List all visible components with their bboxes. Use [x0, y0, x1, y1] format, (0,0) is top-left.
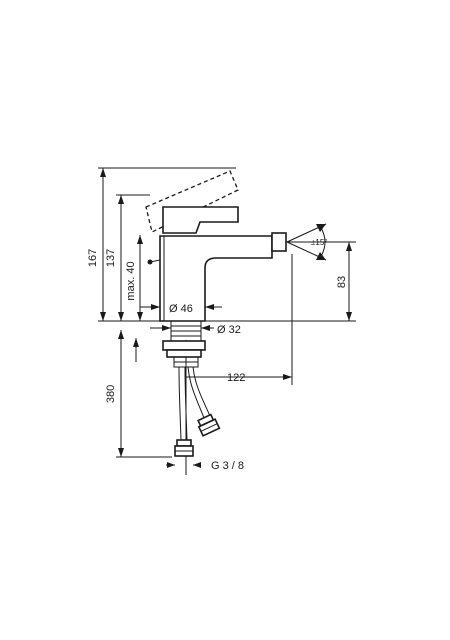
lever-raised-outline — [145, 170, 239, 233]
label-diameter-shank: Ø 32 — [217, 324, 241, 336]
label-diameter-base: Ø 46 — [169, 303, 193, 315]
label-thread: G 3 / 8 — [211, 460, 244, 472]
label-spout-height: 83 — [336, 276, 348, 288]
label-swivel-angle: ±15° — [311, 238, 328, 247]
label-height-body: 137 — [105, 249, 117, 267]
faucet-body — [145, 170, 287, 322]
label-reach: 122 — [227, 372, 245, 384]
label-max-lift: max. 40 — [125, 261, 137, 300]
mounting-assembly — [162, 320, 221, 457]
mixer-body — [159, 235, 273, 322]
dimension-lines — [100, 168, 352, 468]
lever — [162, 206, 239, 234]
spout-aerator — [271, 232, 287, 252]
label-hose-length: 380 — [105, 385, 117, 403]
label-height-total: 167 — [87, 249, 99, 267]
